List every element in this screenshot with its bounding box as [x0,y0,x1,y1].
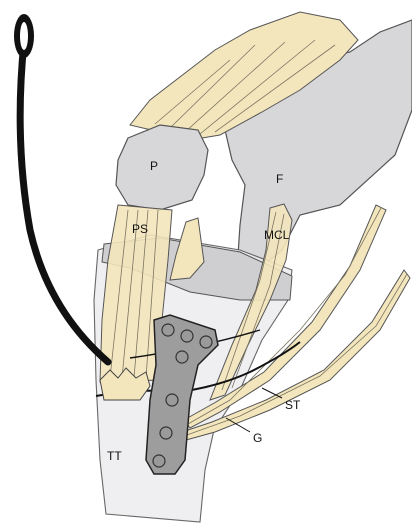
label-femur: F [276,172,283,186]
plate-screw-hole [162,324,174,336]
plate-screw-hole [160,427,172,439]
plate-screw-hole [176,351,188,363]
plate-screw-hole [181,330,193,342]
plate-screw-hole [166,394,178,406]
label-semitendinosus: ST [285,398,301,412]
label-gracilis: G [253,431,262,445]
label-mcl: MCL [264,228,290,242]
plate-screw-hole [200,336,212,348]
label-tibial-tuberosity: TT [107,449,122,463]
label-patella: P [150,159,158,173]
plate-screw-hole [153,455,165,467]
patella-bone [116,125,208,210]
label-patellar-tendon: PS [132,222,148,236]
drain-tube-opening [20,22,28,50]
